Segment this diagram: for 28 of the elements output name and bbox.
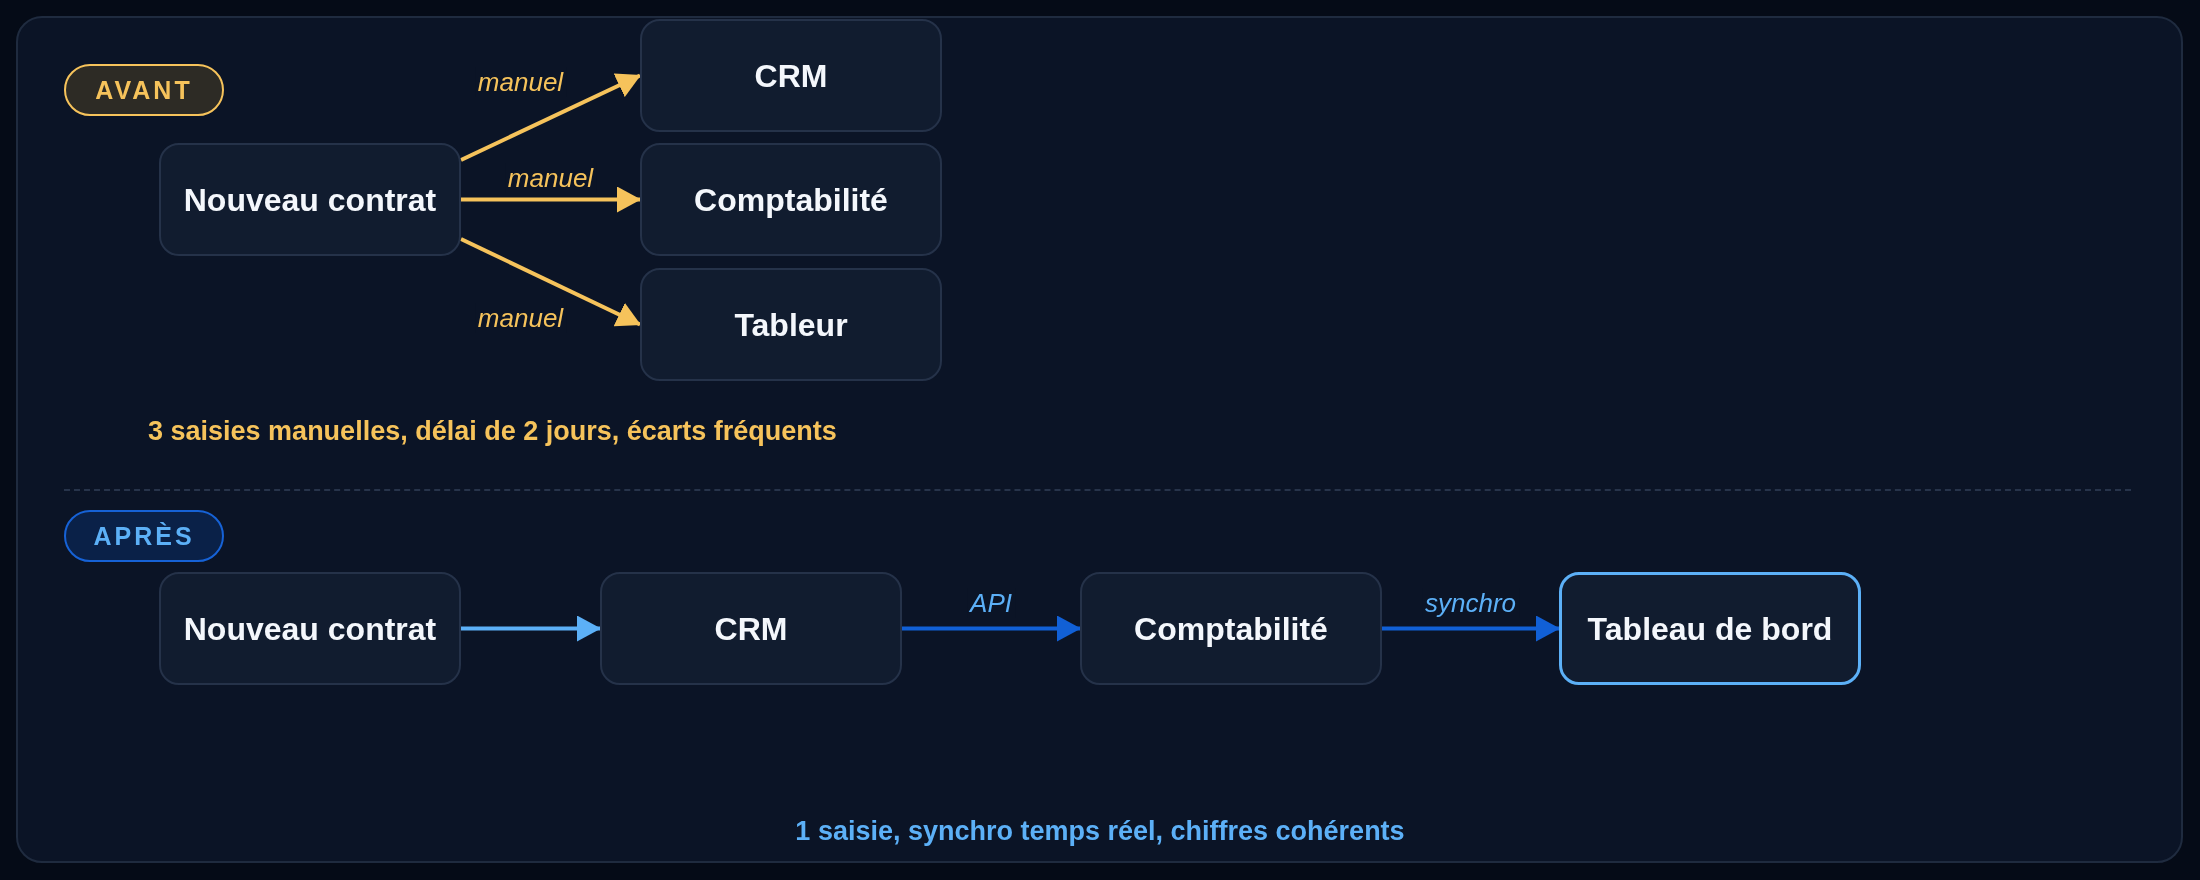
process-box	[640, 268, 942, 381]
node-label: Tableau de bord	[1587, 609, 1833, 648]
note-text: 1 saisie, synchro temps réel, chiffres cohérents	[795, 815, 1405, 848]
node-label: Comptabilité	[1134, 609, 1328, 648]
process-box	[159, 572, 461, 685]
arrow	[1382, 615, 1560, 642]
section-tag	[64, 64, 224, 116]
arrow	[461, 186, 641, 213]
note-text: 3 saisies manuelles, délai de 2 jours, écarts fréquents	[148, 415, 837, 448]
arrow	[460, 73, 641, 162]
node-label: Comptabilité	[694, 180, 888, 219]
process-box	[640, 19, 942, 132]
arrow	[460, 237, 641, 327]
arrow	[902, 615, 1081, 642]
node-label: CRM	[714, 609, 788, 648]
section-label: AVANT	[95, 75, 193, 105]
node-label: CRM	[754, 56, 828, 95]
process-box	[1080, 572, 1382, 685]
node-label: Nouveau contrat	[183, 180, 437, 219]
process-box	[1559, 572, 1861, 685]
section-label: APRÈS	[93, 521, 195, 551]
process-box	[159, 143, 461, 256]
section-tag	[64, 510, 224, 562]
process-box	[600, 572, 902, 685]
process-box	[640, 143, 942, 256]
arrow	[461, 615, 601, 642]
node-label: Tableur	[734, 305, 848, 344]
node-label: Nouveau contrat	[183, 609, 437, 648]
